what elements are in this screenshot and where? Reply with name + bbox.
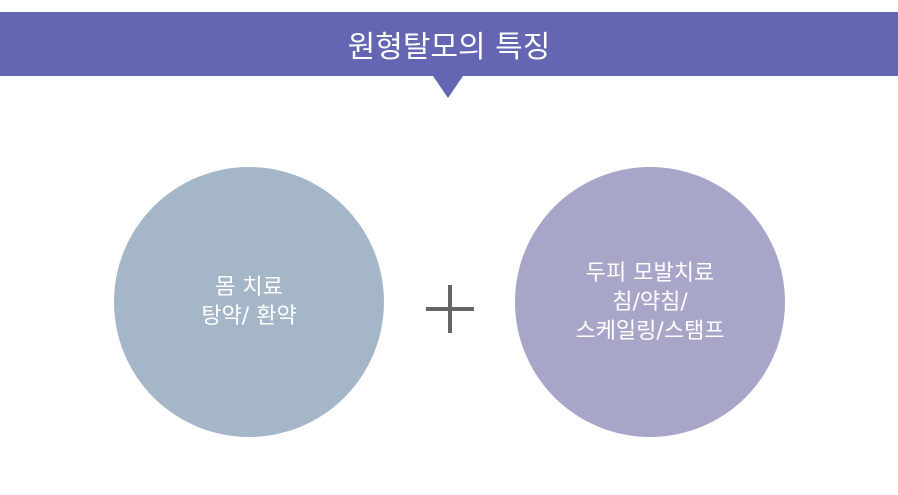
circle-text-line: 탕약/ 환약 [201,304,297,329]
body-treatment-circle: 몸 치료 탕약/ 환약 [114,167,384,437]
plus-icon [426,285,474,333]
page-title: 원형탈모의 특징 [347,30,551,65]
title-banner: 원형탈모의 특징 [0,12,898,76]
banner-pointer-arrow [433,76,463,98]
circle-text-line: 침/약침/ [612,289,688,315]
scalp-treatment-circle: 두피 모발치료 침/약침/ 스케일링/스탬프 [515,167,785,437]
circle-text-line: 두피 모발치료 [585,260,715,286]
circle-text-line: 몸 치료 [215,275,283,300]
circle-text-line: 스케일링/스탬프 [575,318,725,344]
